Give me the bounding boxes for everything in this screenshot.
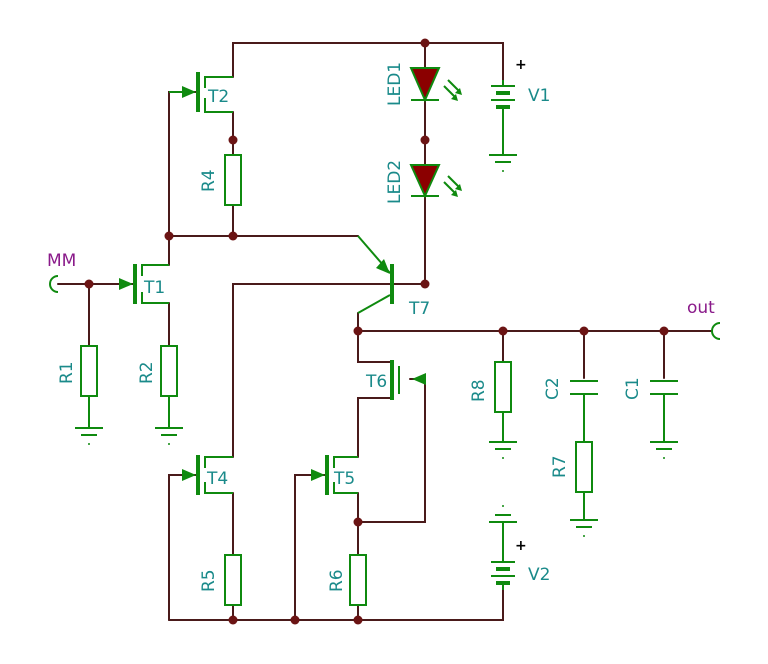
label-r7: R7 — [550, 455, 570, 478]
v2-plus-sign: + — [515, 538, 527, 554]
led-1 — [409, 67, 462, 103]
label-r4: R4 — [199, 169, 219, 192]
wires — [57, 42, 713, 621]
resistor-r7 — [575, 441, 593, 520]
battery-v2 — [491, 522, 515, 590]
label-r8: R8 — [469, 379, 489, 402]
label-t7: T7 — [408, 299, 430, 319]
label-led1: LED1 — [385, 62, 405, 106]
label-t4: T4 — [206, 469, 228, 489]
label-v2: V2 — [528, 565, 550, 585]
resistor-r2 — [160, 345, 178, 428]
transistor-t1 — [119, 264, 169, 304]
v1-plus-sign: + — [515, 57, 527, 73]
net-label-output: out — [687, 298, 715, 318]
label-t6: T6 — [365, 372, 387, 392]
resistor-r8 — [494, 361, 512, 442]
label-c2: C2 — [543, 377, 563, 400]
label-r2: R2 — [137, 361, 157, 384]
label-r6: R6 — [327, 569, 347, 592]
transistor-t6 — [390, 360, 426, 400]
output-connector — [711, 322, 721, 340]
transistor-t4 — [182, 455, 233, 495]
resistor-r1 — [80, 345, 98, 428]
battery-v1 — [491, 80, 515, 155]
transistor-t7 — [357, 235, 394, 314]
capacitor-c2 — [570, 380, 598, 442]
led-2 — [409, 164, 462, 199]
junctions — [84, 38, 669, 625]
label-led2: LED2 — [385, 160, 405, 204]
label-t5: T5 — [333, 469, 355, 489]
resistor-r4 — [224, 154, 242, 206]
transistor-t2 — [169, 72, 233, 113]
label-r5: R5 — [199, 569, 219, 592]
resistor-r5 — [224, 554, 242, 606]
label-t2: T2 — [207, 87, 229, 107]
input-connector — [49, 275, 59, 293]
label-v1: V1 — [528, 86, 550, 106]
net-label-input: MM — [47, 251, 76, 271]
resistor-r6 — [349, 554, 367, 606]
label-r1: R1 — [57, 361, 77, 384]
label-c1: C1 — [623, 377, 643, 400]
capacitor-c1 — [650, 380, 678, 442]
transistor-t5 — [311, 455, 358, 495]
label-t1: T1 — [143, 278, 165, 298]
